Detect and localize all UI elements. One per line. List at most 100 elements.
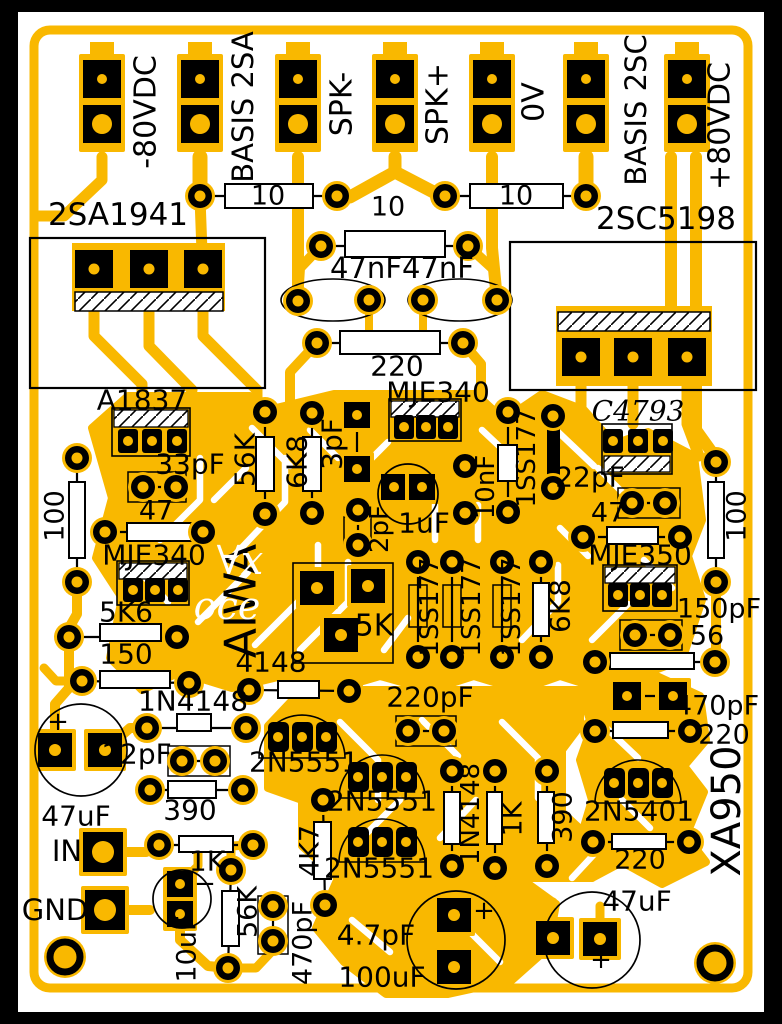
pad-hole — [331, 190, 343, 202]
pad-hole — [171, 631, 183, 643]
pad-hole — [412, 556, 424, 568]
copper-trace — [486, 151, 503, 306]
pad-hole — [259, 406, 271, 418]
component-label: 0V — [517, 82, 552, 122]
component-label: AIWA — [216, 544, 267, 658]
pad-hole — [88, 263, 100, 275]
component-label: 5K — [355, 609, 395, 644]
pad-hole — [71, 452, 83, 464]
pad-hole — [577, 531, 589, 543]
transistor-outline — [116, 560, 190, 606]
resistor-body — [339, 330, 441, 355]
pad-hole — [457, 337, 469, 349]
component-label: 22pF — [102, 738, 172, 771]
pad-hole — [412, 651, 424, 663]
pad-hole — [352, 464, 362, 474]
pour-clearance-channel — [348, 916, 394, 956]
pad-hole — [399, 422, 409, 432]
component-label: 1SS177 — [457, 557, 487, 656]
pad-hole — [657, 590, 667, 600]
pad-hole — [629, 629, 641, 641]
component-label: 2N5401 — [584, 795, 694, 828]
component-label: 47uF — [602, 885, 671, 918]
pad-hole — [401, 837, 411, 847]
component-label: MJE350 — [588, 539, 692, 572]
copper-trace — [31, 151, 108, 222]
component-label: oce — [194, 584, 261, 628]
pad-hole — [377, 772, 387, 782]
pad-hole — [581, 74, 591, 84]
pad-hole — [446, 651, 458, 663]
pad-hole — [195, 74, 205, 84]
electrolytic-outline — [34, 703, 128, 797]
pad-hole — [247, 839, 259, 851]
component-label: 220 — [698, 720, 750, 751]
pad-hole — [99, 526, 111, 538]
resistor-body — [537, 791, 555, 844]
component-label: 150 — [99, 638, 152, 671]
pad-hole — [267, 900, 279, 912]
pad-hole — [390, 74, 400, 84]
component-label: 1N4148 — [456, 763, 486, 865]
component-label: ∀x — [217, 538, 264, 584]
component-label: 47 — [591, 498, 625, 529]
component-outline — [492, 584, 512, 628]
resistor-body — [178, 835, 234, 853]
pad-hole — [306, 407, 318, 419]
pad-hole — [259, 508, 271, 520]
component-label: XA950 — [704, 745, 750, 876]
component-label: 2N5551 — [249, 746, 359, 779]
pad-hole — [92, 841, 114, 863]
pad-hole — [657, 778, 667, 788]
pad-hole — [459, 507, 471, 519]
pad-hole — [353, 772, 363, 782]
component-label: 4K7 — [295, 825, 326, 877]
pad-hole — [709, 656, 721, 668]
pad-hole — [635, 590, 645, 600]
component-label: BASIS 2SC — [619, 34, 653, 185]
component-label: 100 — [722, 490, 753, 542]
component-label: SPK+ — [421, 63, 456, 145]
component-label: 56K — [233, 885, 264, 938]
pad-hole — [319, 899, 331, 911]
pad-hole — [175, 879, 185, 889]
resistor-body — [167, 780, 217, 799]
resistor-body — [469, 183, 564, 209]
pad-hole — [626, 497, 638, 509]
component-label: 470pF — [288, 901, 319, 985]
transistor-outline — [111, 407, 191, 457]
pad-hole — [147, 436, 157, 446]
pad-hole — [459, 460, 471, 472]
component-label: 390 — [163, 794, 216, 827]
pad-hole — [197, 526, 209, 538]
pad-hole — [448, 909, 460, 921]
pad-hole — [173, 585, 183, 595]
pad-hole — [385, 114, 405, 134]
pad-hole — [633, 778, 643, 788]
pad-hole — [63, 631, 75, 643]
pad-hole — [197, 263, 209, 275]
pad-hole — [633, 436, 643, 446]
resistor-body — [609, 652, 695, 670]
pad-hole — [462, 240, 474, 252]
pad-hole — [297, 732, 307, 742]
pad-hole — [658, 436, 668, 446]
pad-hole — [541, 765, 553, 777]
pad-hole — [377, 837, 387, 847]
polarity-mark: + — [590, 945, 612, 975]
pad-hole — [315, 240, 327, 252]
pour-clearance-channel — [588, 600, 632, 644]
to92-outline — [338, 818, 426, 863]
to92-outline — [594, 759, 682, 804]
pad-hole — [402, 725, 414, 737]
component-label: SPK- — [325, 72, 360, 136]
component-label: 1uF — [398, 507, 450, 540]
component-label: C4793 — [592, 395, 685, 428]
power-transistor-outline — [508, 240, 758, 392]
pad-hole — [150, 585, 160, 595]
component-label: 2N5551 — [324, 852, 434, 885]
electrolytic-outline — [543, 891, 641, 989]
component-label: 1K — [189, 845, 226, 878]
component-label: A1837 — [97, 384, 187, 417]
